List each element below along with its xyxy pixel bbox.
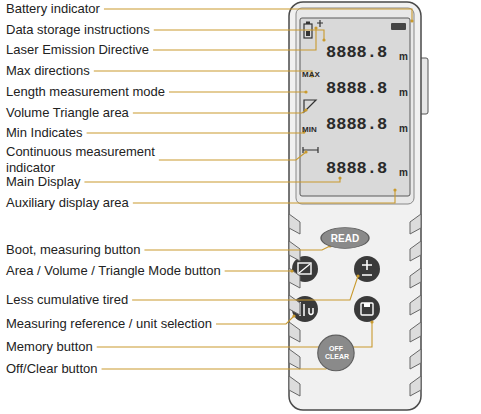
callout-label: Area / Volume / Triangle Mode button [6,263,221,279]
leader-dot [314,26,317,29]
button-outline [318,335,354,371]
button-outline [321,228,369,249]
grip-notch [410,214,421,234]
leader-dot [356,274,359,277]
area-icon-diag [299,264,310,273]
leader-line [132,276,358,300]
callout-label: Length measurement mode [6,84,165,100]
callout-label: Min Indicates [6,125,83,141]
leader-line [94,71,312,76]
triangle-mode-icon [304,100,316,112]
grip-notch [289,349,300,369]
grip-notch [410,268,421,288]
leader-line [154,30,324,40]
leader-line [216,316,294,324]
status-badge [391,23,406,30]
memory-icon [361,303,373,315]
battery-level [306,31,310,36]
button-text: OFF CLEAR [325,345,347,361]
laser-icon [317,20,323,27]
leader-dot [292,314,295,317]
lcd-digits: 8888.8 [326,116,387,134]
leader-line [153,28,316,50]
leader-line [104,9,412,21]
leader-line [169,91,306,92]
lcd-digits: 8888.8 [326,80,387,98]
leader-line [87,132,304,133]
callout-label: Main Display [6,174,80,190]
battery-icon [304,24,312,38]
off-clear-button: OFF CLEAR [317,334,355,372]
callout-label: Data storage instructions [6,22,150,38]
grip-notch [410,241,421,261]
leader-line [133,110,306,113]
callout-label: Measuring reference / unit selection [6,316,212,332]
function-buttons [292,256,380,322]
plus-minus-button [354,256,380,282]
leader-dot [370,320,373,323]
leader-dot [393,188,396,191]
read-button: READ [320,227,370,249]
grip-notch [289,322,300,342]
callout-label: Laser Emission Directive [6,42,149,58]
display-bezel [296,8,414,204]
leader-line [225,270,292,271]
callout-label: Battery indicator [6,1,100,17]
leader-dot [304,90,307,93]
grip-notch [289,214,300,234]
grip-notch [289,376,300,396]
battery-tip [306,22,310,25]
callout-label: Auxiliary display area [6,195,129,211]
leader-line [159,152,306,160]
memory-icon-slot [364,303,370,307]
reference-icon [300,302,313,316]
callout-label: Memory button [6,339,93,355]
callout-label: Continuous measurement indicator [6,144,166,176]
device-housing [289,2,421,410]
memory-button [354,296,380,322]
leader-line [84,178,340,182]
lcd-unit: m [399,123,408,134]
grip-notch [410,322,421,342]
leader-line [144,246,330,250]
leader-dot [290,269,293,272]
leader-dot [304,108,307,111]
leader-line [133,190,395,203]
callout-label: Volume Triangle area [6,105,129,121]
grip-notch [410,295,421,315]
callout-label: Less cumulative tired [6,292,128,308]
grip-notch [289,295,300,315]
plus-minus-icon [362,260,372,275]
area-icon [298,263,311,274]
lcd-unit: m [399,167,408,178]
leader-dot [410,19,413,22]
lcd-unit: m [399,87,408,98]
leader-dot [322,38,325,41]
grip-notch [410,349,421,369]
callout-label: Off/Clear button [6,361,98,377]
leader-line [102,364,330,369]
button-text: READ [331,233,359,244]
grip-notch [289,268,300,288]
continuous-icon [303,147,318,153]
lcd-unit: m [399,51,408,62]
grip-notch [410,376,421,396]
max-indicator: MAX [302,70,320,79]
lcd-digits: 8888.8 [326,160,387,178]
grip-notch [289,241,300,261]
lcd-digits: 8888.8 [326,44,387,62]
leader-dot [304,150,307,153]
callout-label: Max directions [6,63,90,79]
callout-label: Boot, measuring button [6,242,140,258]
min-indicator: MIN [302,125,317,134]
